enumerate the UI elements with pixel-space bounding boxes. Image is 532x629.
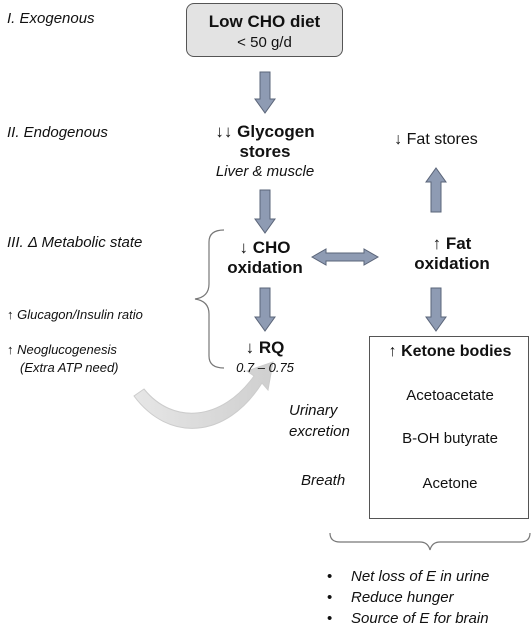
level-endogenous-label: II. Endogenous <box>7 124 108 141</box>
curved-feedback-arrow <box>133 361 274 429</box>
fat-oxidation-line2: oxidation <box>414 254 490 273</box>
acetone-label: Acetone <box>422 475 478 492</box>
low-cho-diet-box: Low CHO diet < 50 g/d <box>186 3 343 57</box>
metabolic-brace <box>194 229 225 369</box>
effects-list: •Net loss of E in urine •Reduce hunger •… <box>327 566 489 629</box>
arrow-glycogen-to-cho <box>254 189 276 234</box>
diet-box-subtitle: < 50 g/d <box>237 34 292 51</box>
level-exogenous-label: I. Exogenous <box>7 10 95 27</box>
diet-box-title: Low CHO diet <box>208 12 321 31</box>
glycogen-line2: stores <box>239 142 291 161</box>
glucagon-insulin-ratio: ↑ Glucagon/Insulin ratio <box>7 307 143 322</box>
excretion-label: excretion <box>289 423 350 440</box>
level-metabolic-label: III. Δ Metabolic state <box>7 234 143 251</box>
butyrate-label: B-OH butyrate <box>402 430 498 447</box>
effect-item: •Net loss of E in urine <box>327 568 490 585</box>
effect-item: •Reduce hunger <box>327 589 454 606</box>
rq-range: 0.7 – 0.75 <box>236 360 294 375</box>
double-arrow-cho-fat <box>310 248 380 266</box>
acetoacetate-label: Acetoacetate <box>406 387 494 404</box>
effect-reduce-hunger: Reduce hunger <box>351 589 454 606</box>
arrow-fat-oxidation-to-fat-stores <box>425 167 447 213</box>
arrow-fat-oxidation-to-ketones <box>425 287 447 332</box>
arrow-cho-to-rq <box>254 287 276 332</box>
fat-oxidation-line1: ↑ Fat <box>432 234 472 253</box>
glycogen-line1: ↓↓ Glycogen <box>215 122 315 141</box>
urinary-label: Urinary <box>289 402 338 419</box>
arrow-diet-to-glycogen <box>254 71 276 114</box>
ketone-bodies-title: ↑ Ketone bodies <box>388 343 512 360</box>
cho-oxidation-node: ↓ CHO oxidation <box>210 238 320 278</box>
neoglucogenesis-line2: (Extra ATP need) <box>20 360 119 375</box>
breath-label: Breath <box>301 472 346 489</box>
effect-net-loss: Net loss of E in urine <box>351 568 490 585</box>
effect-item: •Source of E for brain <box>327 610 489 627</box>
fat-stores-node: ↓ Fat stores <box>394 131 478 148</box>
neoglucogenesis-line1: ↑ Neoglucogenesis <box>7 342 117 357</box>
cho-oxidation-line1: ↓ CHO <box>239 238 291 257</box>
rq-node: ↓ RQ 0.7 – 0.75 <box>215 338 315 375</box>
ketone-bodies-box: ↑ Ketone bodies Acetoacetate B-OH butyra… <box>369 336 529 519</box>
effect-energy-brain: Source of E for brain <box>351 610 489 627</box>
fat-oxidation-node: ↑ Fat oxidation <box>397 234 507 274</box>
rq-label: ↓ RQ <box>245 338 285 357</box>
effects-brace <box>329 532 531 551</box>
glycogen-location: Liver & muscle <box>215 163 315 180</box>
cho-oxidation-line2: oxidation <box>227 258 303 277</box>
glycogen-stores-node: ↓↓ Glycogen stores Liver & muscle <box>195 122 335 180</box>
